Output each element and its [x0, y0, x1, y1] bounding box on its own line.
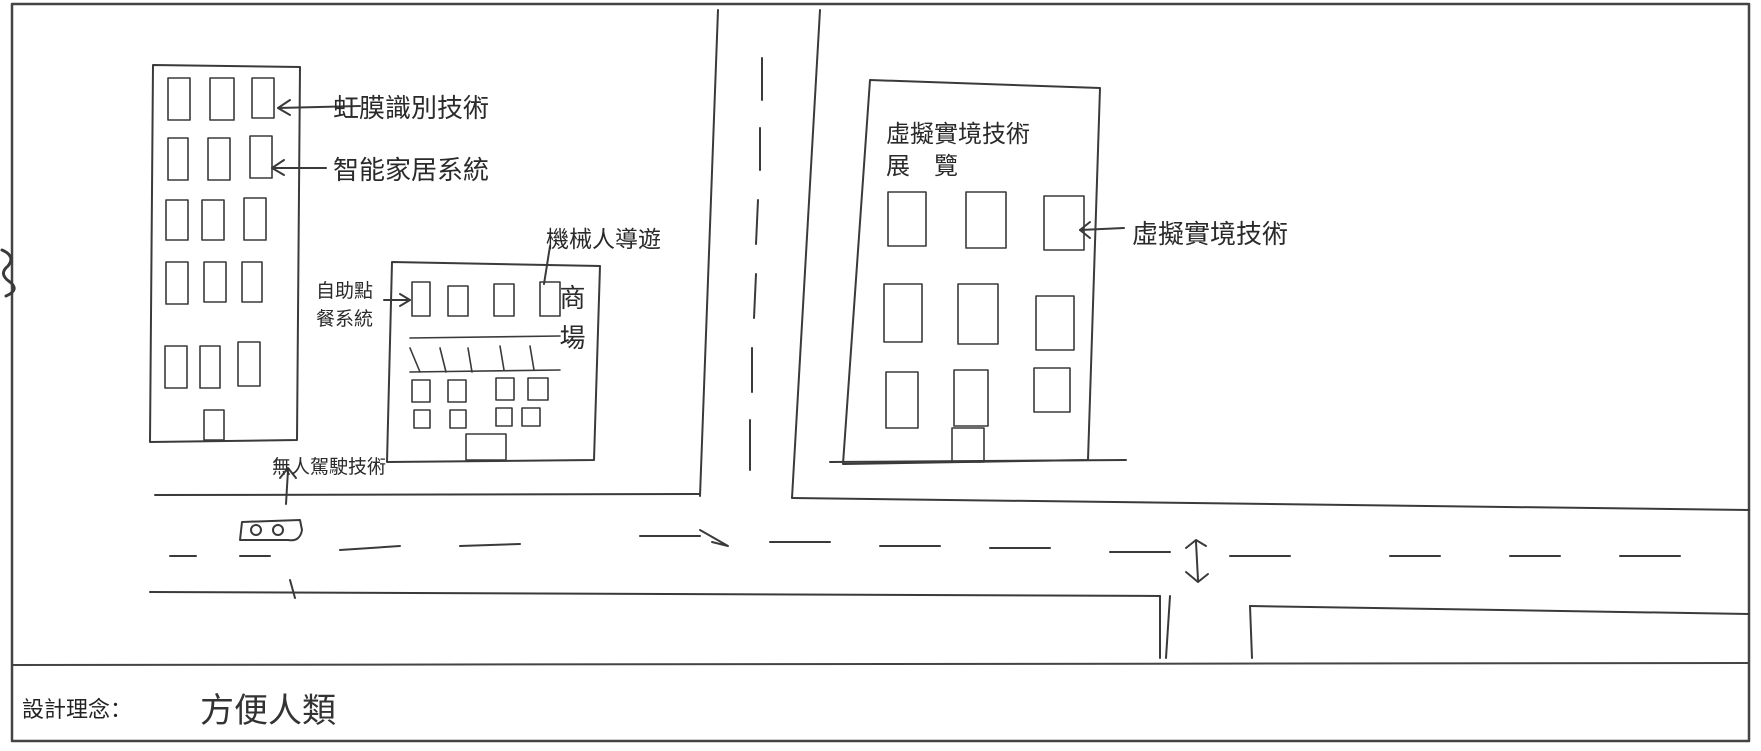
- design-concept-value: 方便人類: [200, 691, 336, 731]
- tall-building: [149, 64, 301, 443]
- label-self-order-1: 自助點: [316, 280, 374, 302]
- side-street-right: [1249, 605, 1253, 659]
- label-smart-home: 智能家居系統: [333, 156, 490, 186]
- outer-frame: [10, 2, 1751, 743]
- horizontal-road-dashes: [169, 535, 1681, 557]
- left-road-edge: [699, 9, 719, 497]
- vertical-road-dashes: [749, 57, 763, 471]
- left-block-ground: [154, 493, 701, 496]
- iris-arrow: [277, 105, 361, 109]
- side-street-left: [1159, 595, 1171, 659]
- robot-arrow: [543, 245, 551, 285]
- concept-divider: [11, 662, 1750, 666]
- car-mark: [289, 579, 296, 599]
- road-arrow-1: [699, 529, 729, 547]
- edge-scribble: [0, 248, 16, 298]
- right-block-ground: [791, 497, 1750, 511]
- car-drawing: [239, 467, 303, 542]
- road-bottom-edge: [149, 591, 1161, 597]
- label-vr-tech: 虛擬實境技術: [1132, 220, 1289, 250]
- label-self-order-2: 餐系統: [316, 308, 374, 330]
- label-vr-building-2: 展 覽: [886, 152, 958, 180]
- road-bottom-edge-right: [1249, 605, 1750, 615]
- vr-arrow: [1079, 227, 1125, 231]
- road-arrow-2: [1185, 539, 1209, 583]
- design-concept-row: 設計理念： 方便人類: [12, 665, 1749, 741]
- label-driverless: 無人駕駛技術: [272, 456, 387, 478]
- vr-building: [829, 79, 1127, 465]
- mall-building: [386, 261, 601, 463]
- label-robot-guide: 機械人導遊: [546, 227, 661, 253]
- right-road-edge: [791, 9, 821, 499]
- design-concept-label: 設計理念：: [22, 698, 133, 723]
- label-vr-building-1: 虛擬實境技術: [886, 120, 1030, 148]
- label-iris: 虹膜識別技術: [333, 94, 490, 124]
- label-mall: 商場: [555, 284, 585, 364]
